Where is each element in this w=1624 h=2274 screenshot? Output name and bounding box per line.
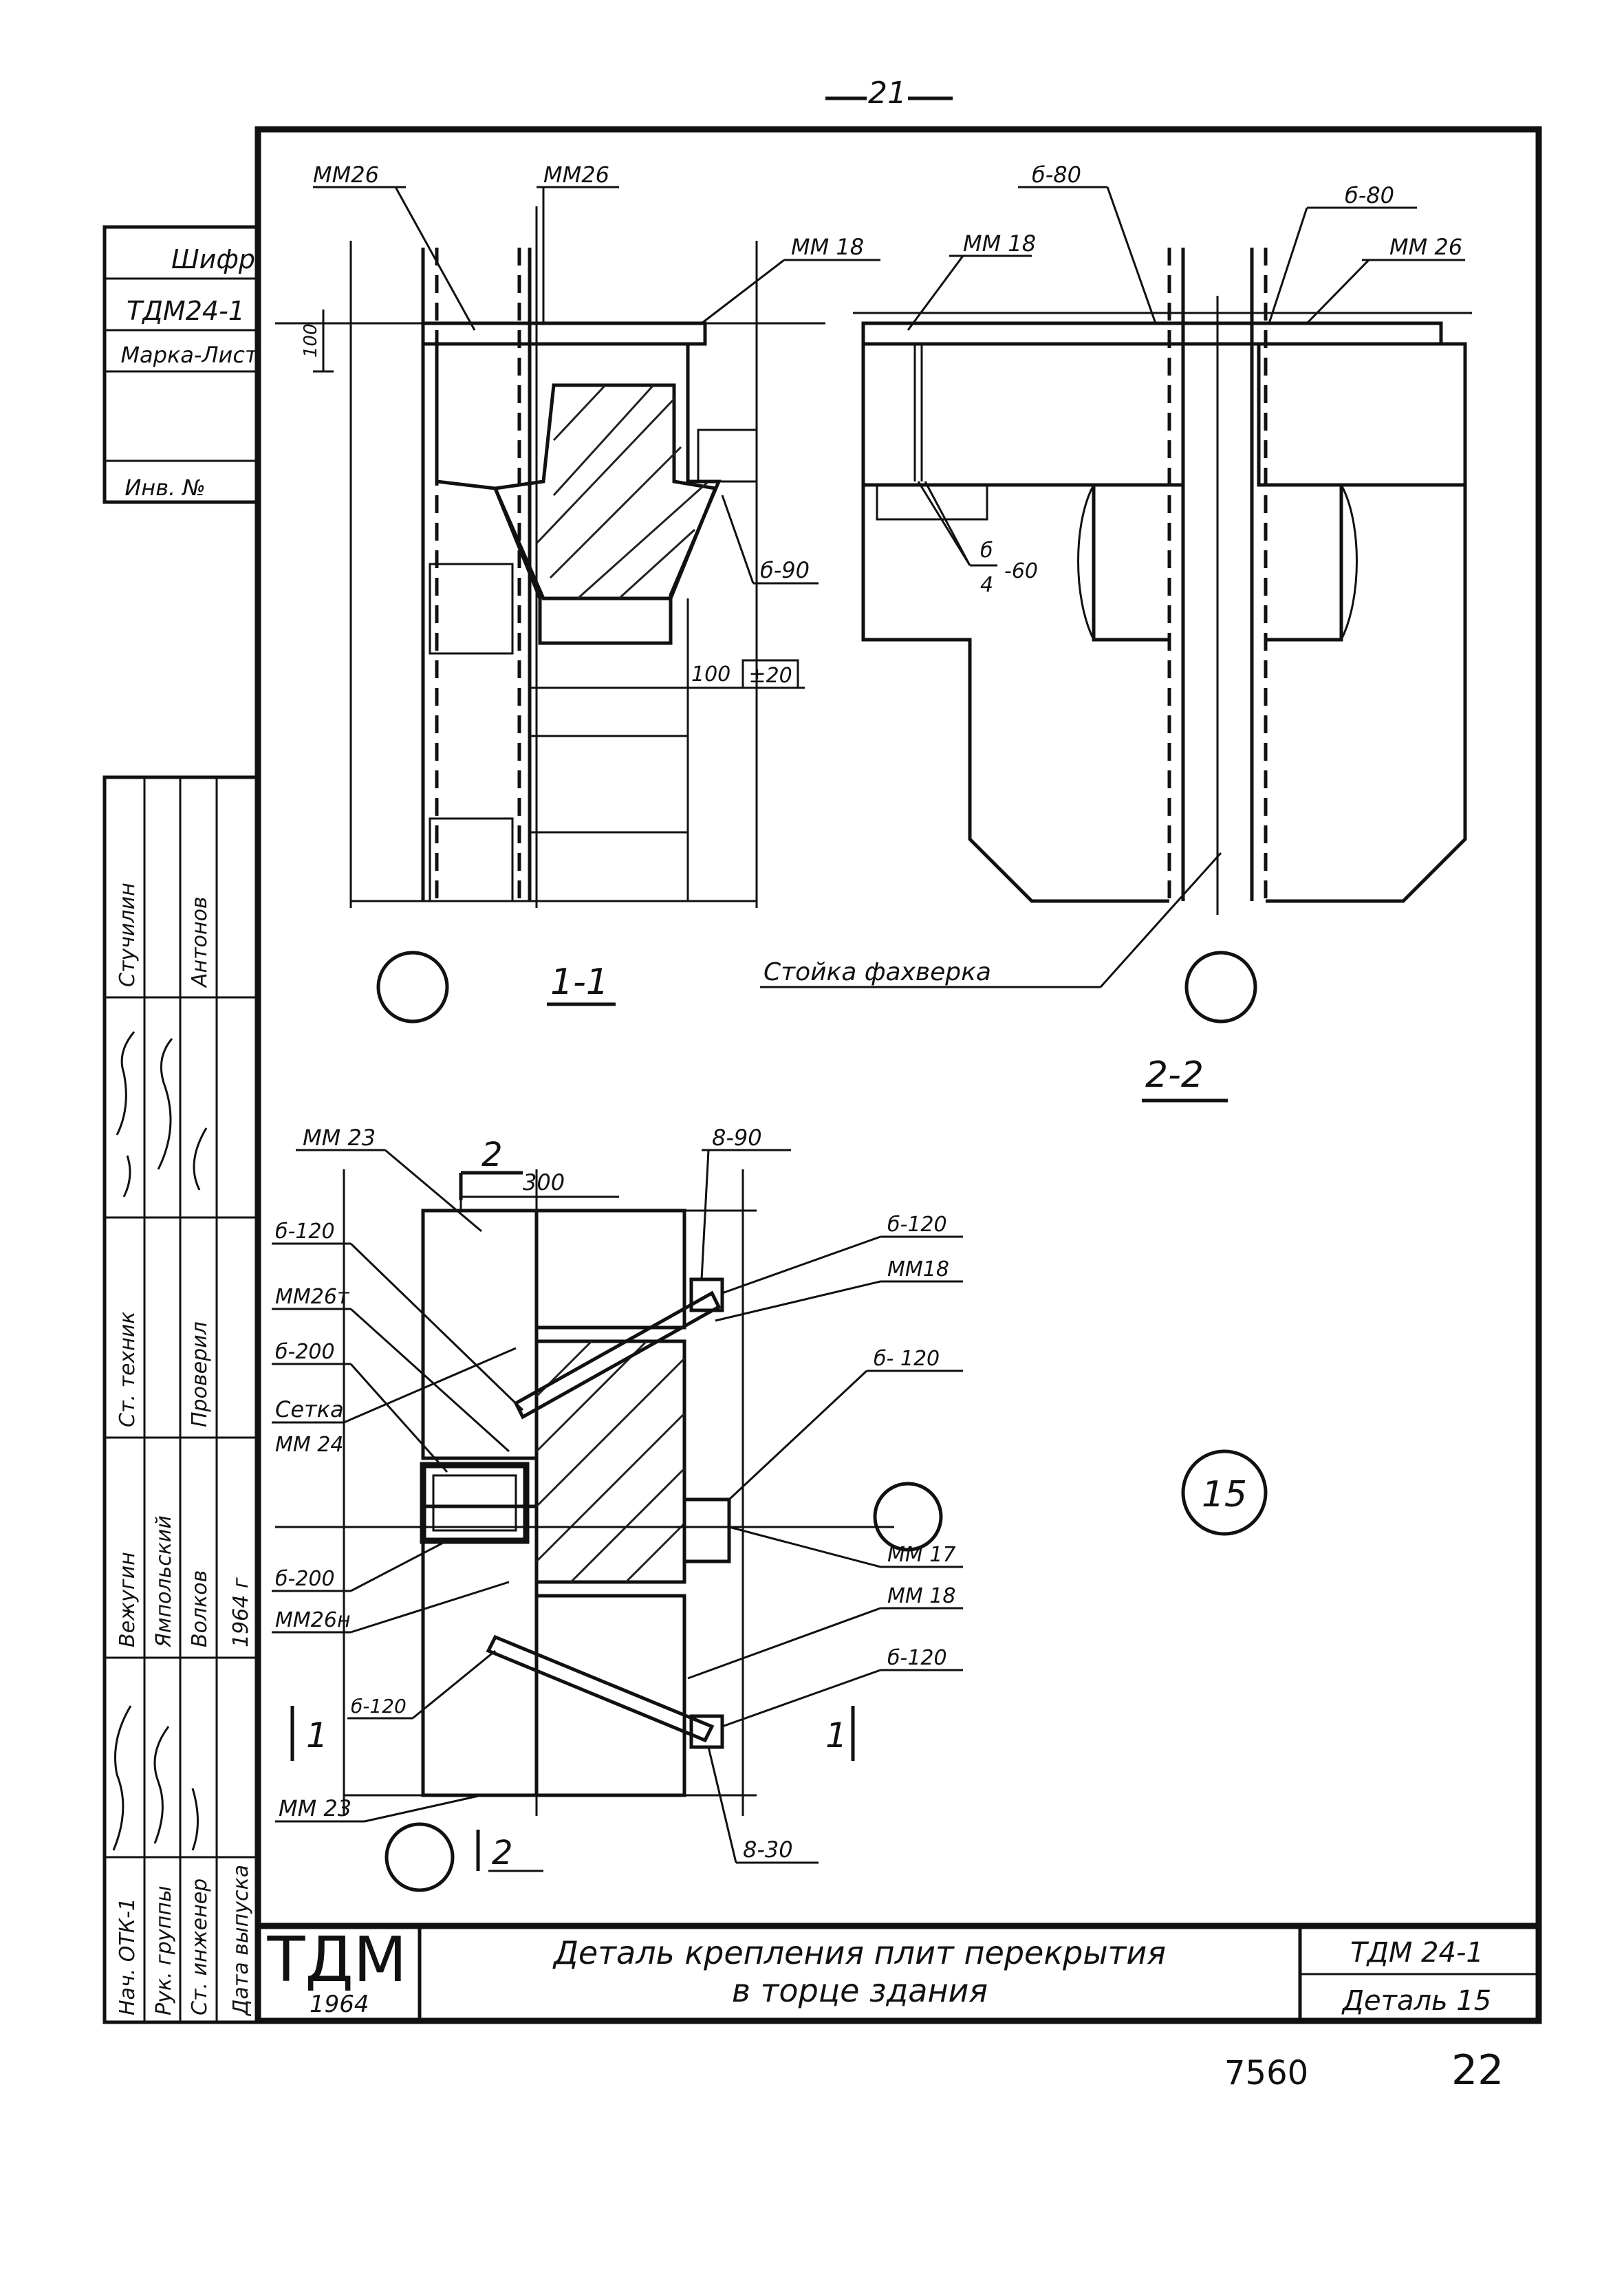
label-mm18-a: ММ 18: [791, 234, 864, 260]
section-2-2: б-80 б-80 ММ 18 ММ 26 б 4 -60 Стойка фах…: [760, 162, 1472, 1103]
label-mm24: ММ 24: [275, 1433, 343, 1457]
stamp-yampolsky: Ямпольский: [152, 1515, 176, 1648]
stamp-data-vypuska: Дата выпуска: [229, 1865, 253, 2017]
dim-300: 300: [523, 1169, 565, 1195]
stamp-st-tekhnik: Ст. техник: [116, 1312, 140, 1427]
stamp-vezhugin: Вежугин: [116, 1552, 140, 1647]
section-mark-2-bottom: 2: [492, 1834, 513, 1872]
inv-label: Инв. №: [124, 475, 205, 501]
cut-mark-1-right: 1: [825, 1715, 847, 1755]
stamp-nach-otk: Нач. ОТК-1: [116, 1898, 140, 2015]
label-b30: 8-30: [743, 1837, 793, 1863]
title-year: 1964: [310, 1991, 369, 2018]
label-mm18-b: ММ 18: [963, 230, 1036, 257]
stamp-proveril: Проверил: [188, 1321, 212, 1427]
stamp-st-inzhener: Ст. инженер: [188, 1878, 212, 2015]
label-mm26-right: ММ 26: [1389, 234, 1462, 260]
label-b120-r3: б-120: [887, 1646, 947, 1670]
section-1-1-label: 1-1: [550, 962, 609, 1003]
mark-sheet-label: Марка-Лист: [120, 342, 258, 368]
label-frac-suffix: -60: [1004, 559, 1038, 583]
label-b120-r2: б- 120: [874, 1347, 940, 1371]
section-2-2-label: 2-2: [1145, 1054, 1204, 1096]
label-mm26t: ММ26т: [275, 1285, 350, 1309]
cipher-label: Шифр: [171, 244, 255, 274]
stamp-antonov: Антонов: [188, 896, 212, 988]
label-b120-l2: б-120: [351, 1695, 407, 1718]
archive-number: 7560: [1224, 2054, 1308, 2092]
label-b200-b: б-200: [275, 1567, 335, 1591]
section-1-1: 100 100 ±20 ММ26 ММ26 ММ 18 б-90 1-1: [275, 162, 880, 1024]
stamp-ruk-gruppy: Рук. группы: [152, 1885, 176, 2015]
label-b90-b: 8-90: [712, 1125, 762, 1151]
dim-100: 100: [691, 662, 730, 686]
dim-plus-minus-20: ±20: [748, 664, 792, 688]
label-b90-a: б-90: [760, 557, 810, 583]
label-post: Стойка фахверка: [764, 958, 991, 986]
stamp-year: 1964 г: [229, 1577, 253, 1647]
cut-mark-1-left: 1: [306, 1715, 328, 1755]
footer-page: 22: [1451, 2046, 1504, 2094]
sheet-frame: [255, 126, 1542, 2024]
label-mm23-top: ММ 23: [303, 1125, 376, 1151]
label-b120-r1: б-120: [887, 1213, 947, 1237]
label-mm18-r2: ММ 18: [887, 1584, 955, 1608]
page-number: 21: [868, 76, 907, 111]
label-mm26-b: ММ26: [543, 162, 609, 188]
title-block: ТДМ 1964 Деталь крепления плит перекрыти…: [258, 1923, 1539, 2021]
label-b120-l1: б-120: [275, 1220, 335, 1244]
title-org: ТДМ: [267, 1924, 407, 1996]
label-setka: Сетка: [275, 1396, 344, 1422]
section-mark-2-top: 2: [481, 1136, 503, 1174]
title-detail: Деталь 15: [1341, 1985, 1491, 2017]
plan-view: 300 2 1 1 2 ММ 23 б-120 ММ26т б-200 Сетк…: [272, 1125, 1268, 1892]
stamp-volkov: Волков: [188, 1570, 212, 1647]
dim-100-top: 100: [301, 323, 321, 358]
stamp-stuchilin: Стучилин: [116, 882, 140, 987]
label-mm26-a: ММ26: [313, 162, 379, 188]
label-mm17: ММ 17: [887, 1543, 955, 1567]
label-frac-den: 4: [980, 573, 993, 597]
side-stamp: Шифр ТДМ24-1 Марка-Лист Инв. № Нач. ОТК-…: [102, 225, 260, 2024]
label-mm26n: ММ26н: [275, 1608, 351, 1632]
label-b200-a: б-200: [275, 1340, 335, 1364]
label-b80-a: б-80: [1032, 162, 1081, 188]
cipher-value: ТДМ24-1: [127, 296, 245, 326]
title-line-2: в торце здания: [732, 1972, 988, 2009]
label-b80-b: б-80: [1345, 182, 1394, 208]
label-frac-num: б: [980, 539, 993, 563]
detail-number: 15: [1202, 1474, 1247, 1515]
title-line-1: Деталь крепления плит перекрытия: [552, 1934, 1166, 1971]
title-code: ТДМ 24-1: [1350, 1937, 1484, 1969]
label-mm23-bottom: ММ 23: [279, 1795, 351, 1821]
label-mm18-r: ММ18: [887, 1257, 949, 1281]
